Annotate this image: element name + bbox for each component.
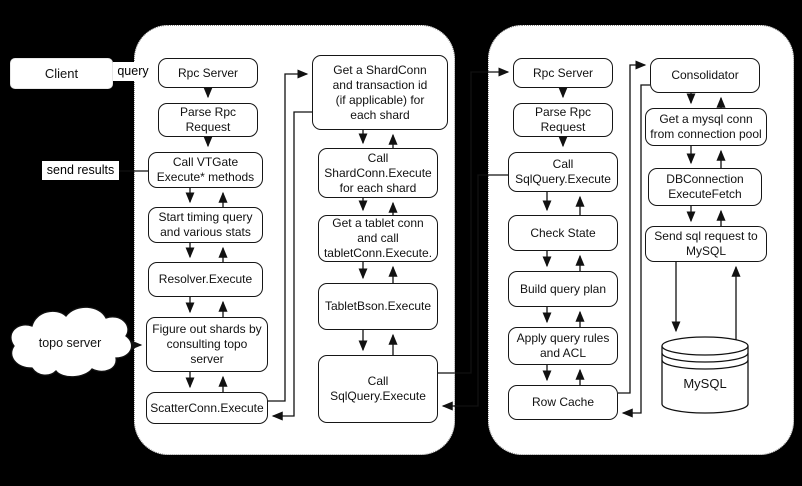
client-label: Client (44, 66, 79, 81)
node-get-tablet-conn: Get a tablet conn and call tabletConn.Ex… (318, 215, 438, 262)
node-figure-out-shards: Figure out shards by consulting topo ser… (146, 317, 268, 372)
mysql-label: MySQL (683, 376, 727, 391)
edge-scatter-up (268, 69, 309, 402)
topo-server-label: topo server (38, 336, 102, 350)
send-results-label: send results (42, 161, 119, 180)
node-resolver-execute: Resolver.Execute (148, 262, 263, 297)
node-vtgate-rpc-server: Rpc Server (158, 58, 258, 88)
node-vttablet-call-sqlquery-execute: Call SqlQuery.Execute (508, 152, 618, 192)
node-send-sql-request: Send sql request to MySQL (645, 226, 767, 262)
edge-consolidator-return (621, 84, 650, 418)
node-start-timing-query: Start timing query and various stats (148, 207, 263, 243)
node-tabletbson-execute: TabletBson.Execute (318, 283, 438, 330)
node-vtgate-parse-rpc-request: Parse Rpc Request (158, 103, 258, 137)
node-vttablet-parse-rpc-request: Parse Rpc Request (513, 103, 613, 137)
node-scatterconn-execute: ScatterConn.Execute (146, 392, 268, 424)
edge-rpc-call (438, 67, 510, 374)
node-get-shardconn: Get a ShardConn and transaction id (if a… (312, 55, 448, 130)
query-label: query (113, 62, 153, 81)
edge-rowcache-up (618, 60, 647, 394)
node-vttablet-rpc-server: Rpc Server (513, 58, 613, 88)
edge-rpc-return (441, 174, 508, 411)
client-box: Client (10, 58, 113, 89)
node-consolidator: Consolidator (650, 58, 760, 93)
node-get-mysql-conn: Get a mysql conn from connection pool (645, 108, 767, 146)
edge-scatter-return (271, 111, 312, 421)
node-dbconnection-executefetch: DBConnection ExecuteFetch (648, 168, 762, 206)
topo-server-cloud (10, 306, 133, 378)
node-call-shardconn-execute: Call ShardConn.Execute for each shard (318, 148, 438, 198)
mysql-cylinder (661, 336, 749, 414)
node-check-state: Check State (508, 215, 618, 251)
flow-arrows (111, 60, 741, 421)
node-apply-query-rules: Apply query rules and ACL (508, 327, 618, 365)
node-call-vtgate-execute: Call VTGate Execute* methods (148, 152, 263, 188)
node-build-query-plan: Build query plan (508, 271, 618, 307)
node-vtgate-call-sqlquery-execute: Call SqlQuery.Execute (318, 355, 438, 423)
node-row-cache: Row Cache (508, 385, 618, 420)
